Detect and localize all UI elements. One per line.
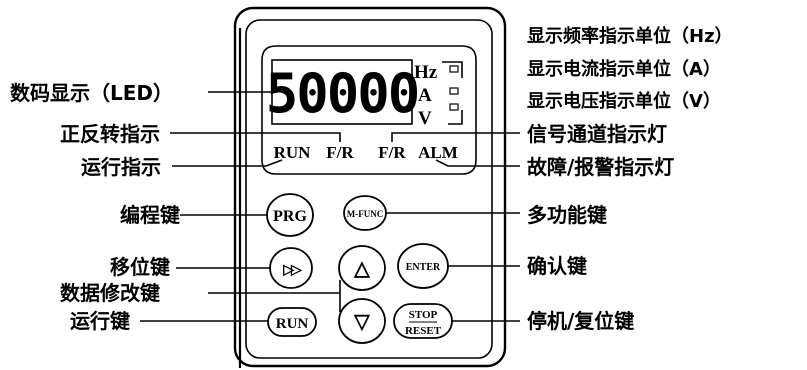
down-arrow-icon: ▽ <box>353 311 370 333</box>
label-stop-reset-key: 停机/复位键 <box>527 309 634 333</box>
down-key[interactable]: ▽ <box>338 298 386 344</box>
leader-data-modify-key <box>208 280 341 294</box>
label-fault-alarm: 故障/报警指示灯 <box>527 155 674 179</box>
stop-reset-key[interactable]: STOP RESET <box>393 303 453 339</box>
display-window <box>261 45 477 175</box>
unit-a-led <box>449 87 459 95</box>
label-confirm-key: 确认键 <box>527 254 587 278</box>
shift-key-icon: ▷▷ <box>282 263 303 278</box>
label-run-indicator: 运行指示 <box>81 155 161 179</box>
label-signal-channel: 信号通道指示灯 <box>527 122 667 146</box>
leader-signal-channel <box>391 132 520 142</box>
fr-indicator-label-1: F/R <box>326 143 354 162</box>
label-led-display: 数码显示（LED） <box>10 81 173 105</box>
keypad-outer-frame <box>233 6 507 368</box>
leader-fault-alarm <box>435 159 520 167</box>
leader-fr-indicator <box>170 132 341 142</box>
unit-bracket <box>442 61 463 125</box>
fr-indicator-label-2: F/R <box>378 143 406 162</box>
label-data-modify-key: 数据修改键 <box>60 281 160 305</box>
run-key-label: RUN <box>276 316 309 332</box>
prg-key-label: PRG <box>273 208 307 225</box>
run-indicator-label: RUN <box>274 143 312 162</box>
label-shift-key: 移位键 <box>110 255 170 279</box>
label-multi-function: 多功能键 <box>527 203 607 227</box>
leader-run-indicator <box>172 159 283 167</box>
label-hz-unit: 显示频率指示单位（Hz） <box>527 25 733 47</box>
label-a-unit: 显示电流指示单位（A） <box>527 58 721 80</box>
unit-v-label: V <box>418 108 432 129</box>
label-v-unit: 显示电压指示单位（V） <box>527 90 721 112</box>
reset-key-label: RESET <box>405 325 442 337</box>
label-fr-indicator: 正反转指示 <box>60 122 160 146</box>
unit-v-led <box>449 103 459 111</box>
mfunc-key-label: M-FUNC <box>347 209 384 219</box>
keypad-inner-frame <box>245 19 493 359</box>
unit-a-label: A <box>418 85 432 106</box>
label-run-key: 运行键 <box>70 309 130 333</box>
unit-hz-label: Hz <box>414 62 438 83</box>
label-prg-key: 编程键 <box>120 203 180 227</box>
shift-key[interactable]: ▷▷ <box>269 247 313 289</box>
mfunc-key[interactable]: M-FUNC <box>343 195 387 231</box>
unit-hz-led <box>449 65 459 73</box>
enter-key[interactable]: ENTER <box>397 243 449 289</box>
enter-key-label: ENTER <box>406 262 441 273</box>
led-digits: 50000 <box>266 62 419 125</box>
up-key[interactable]: △ <box>338 245 386 291</box>
alm-indicator-label: ALM <box>418 143 458 162</box>
run-key[interactable]: RUN <box>267 307 317 337</box>
prg-key[interactable]: PRG <box>266 193 314 237</box>
up-arrow-icon: △ <box>353 258 370 280</box>
stop-key-label: STOP <box>409 309 438 321</box>
